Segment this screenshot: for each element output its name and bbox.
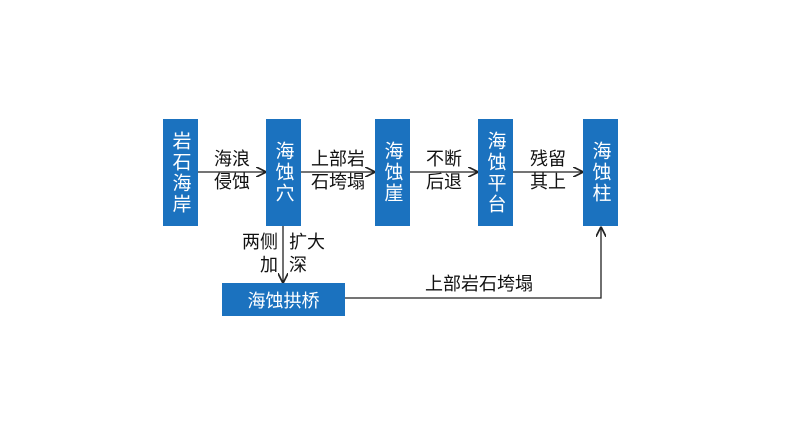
label-coast-cave: 海浪 侵蚀	[208, 148, 256, 194]
node-sea-stack: 海蚀柱	[583, 119, 618, 226]
label-cave-arch-left: 两侧 加	[234, 231, 278, 277]
label-cave-cliff: 上部岩 石垮塌	[306, 148, 370, 194]
label-cliff-platform: 不断 后退	[420, 148, 468, 194]
label-line: 后退	[426, 172, 462, 193]
label-line: 不断	[426, 149, 462, 170]
label-platform-pillar: 残留 其上	[524, 148, 572, 194]
label-line: 残留	[530, 149, 566, 170]
label-arch-pillar: 上部岩石垮塌	[425, 274, 533, 295]
label-line: 扩大	[289, 232, 325, 253]
node-sea-arch: 海蚀拱桥	[222, 283, 345, 316]
label-line: 上部岩	[311, 149, 365, 170]
node-rocky-coast: 岩石海岸	[163, 119, 198, 226]
label-line: 海浪	[214, 149, 250, 170]
label-line: 侵蚀	[214, 172, 250, 193]
label-line: 石垮塌	[311, 172, 365, 193]
arrow-arch-pillar	[345, 228, 601, 299]
label-cave-arch-right: 扩大 深	[289, 231, 333, 277]
label-line: 深	[289, 255, 307, 276]
label-line: 两侧	[242, 232, 278, 253]
label-line: 其上	[530, 172, 566, 193]
label-line: 加	[260, 255, 278, 276]
node-wave-cut-platform: 海蚀平台	[478, 119, 513, 226]
node-sea-cliff: 海蚀崖	[375, 119, 410, 226]
node-sea-cave: 海蚀穴	[266, 119, 301, 226]
